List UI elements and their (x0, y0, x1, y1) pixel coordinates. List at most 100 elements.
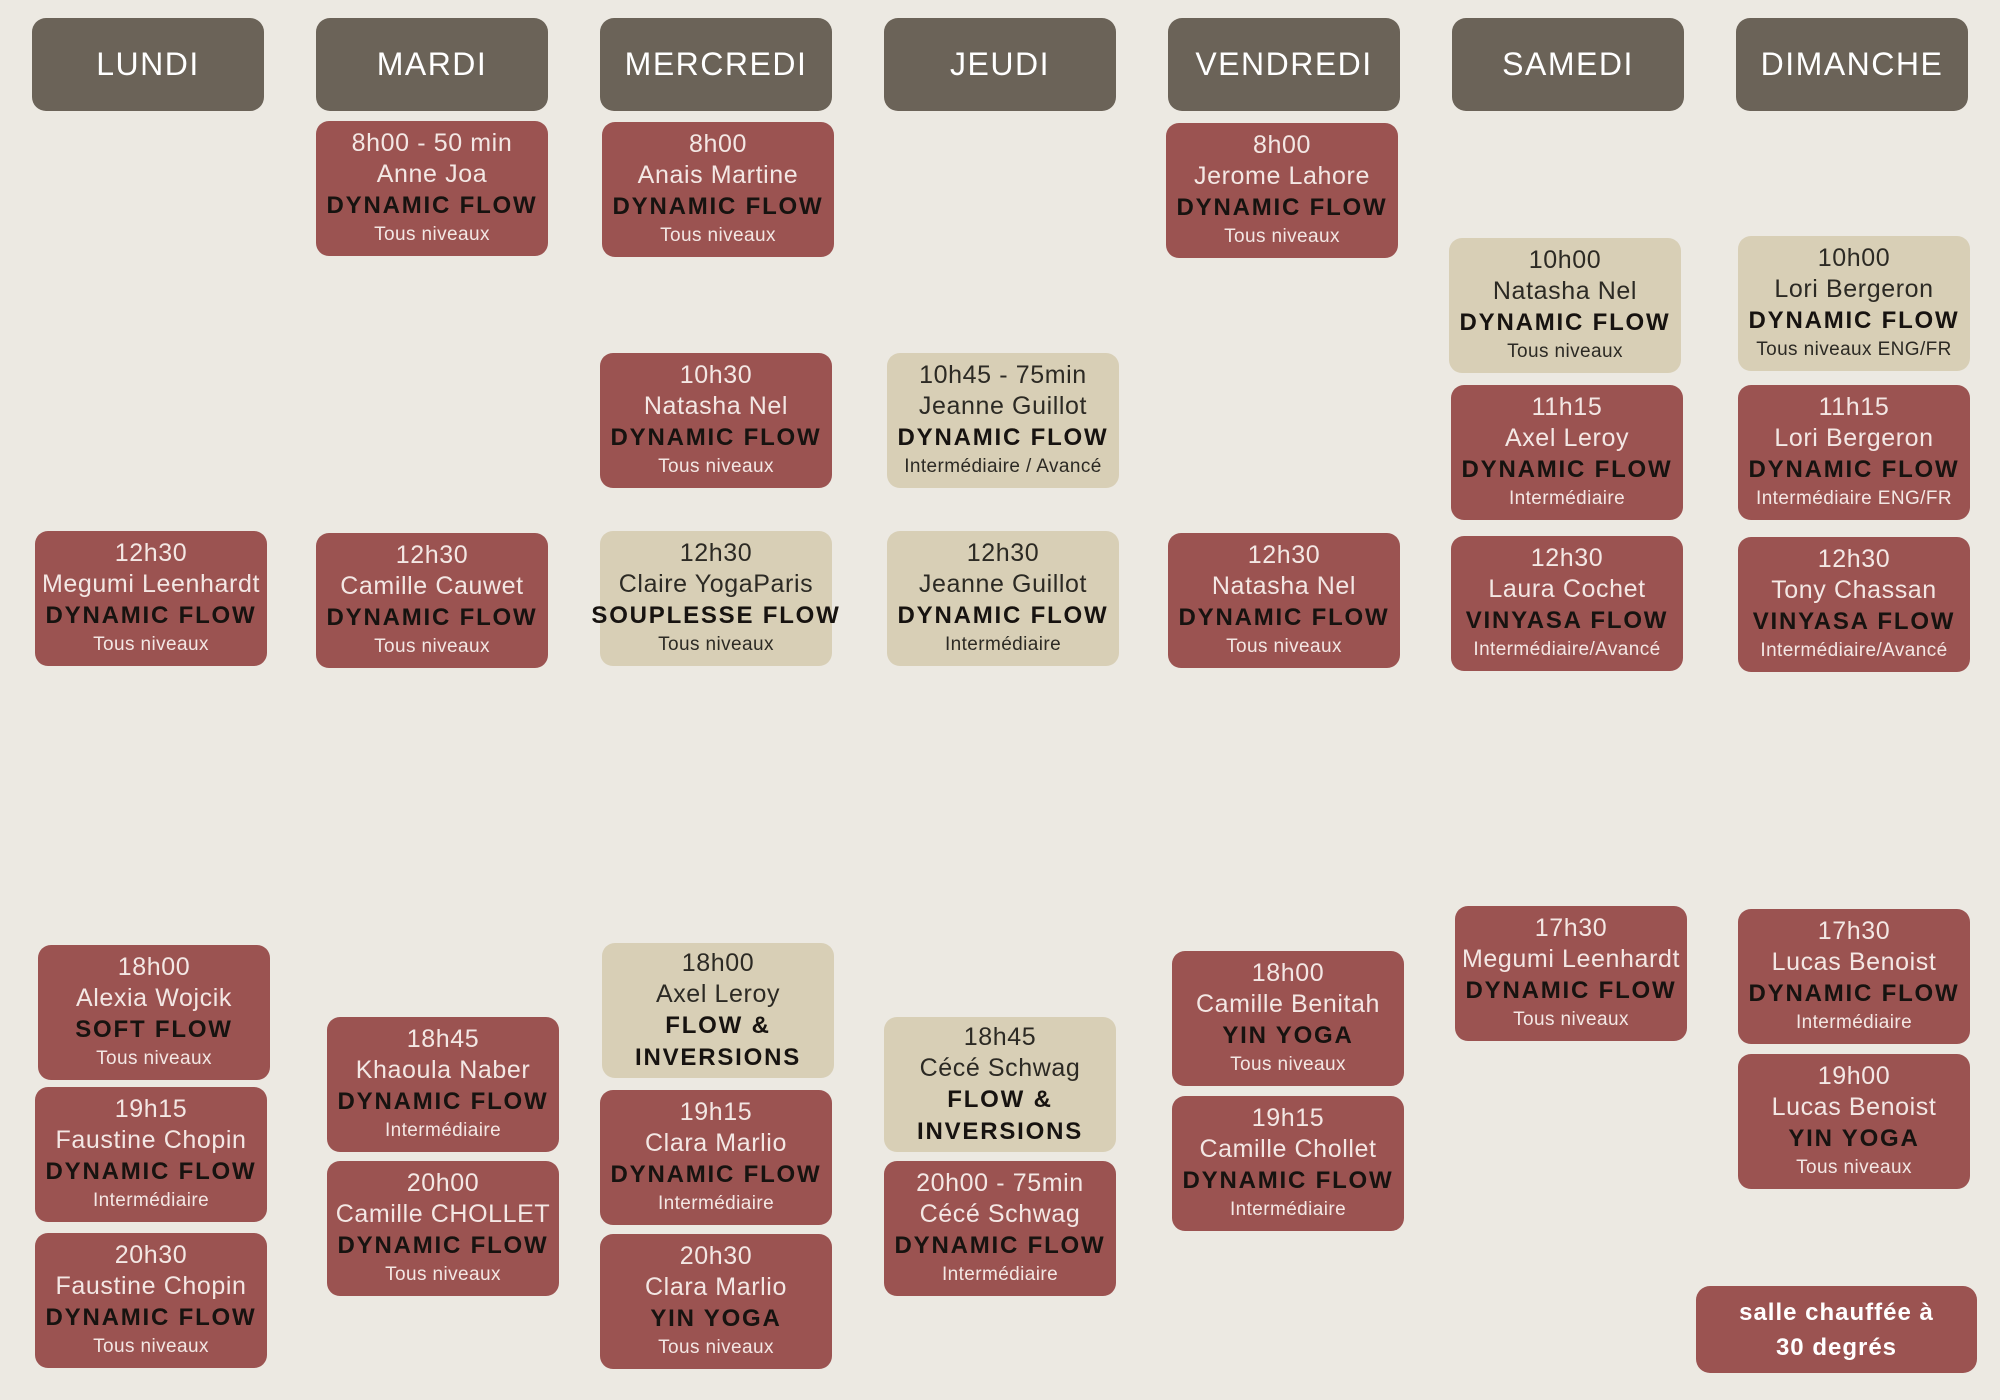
class-time: 12h30 (1817, 545, 1891, 573)
class-time: 19h15 (679, 1098, 753, 1126)
class-teacher: Alexia Wojcik (76, 984, 232, 1012)
class-time: 10h30 (679, 361, 753, 389)
class-time: 18h45 (963, 1022, 1037, 1051)
day-header-mercredi: MERCREDI (600, 18, 832, 111)
class-level: Tous niveaux (658, 456, 774, 477)
class-level: Tous niveaux (96, 1048, 212, 1069)
class-level: Intermédiaire/Avancé (1473, 639, 1661, 660)
class-teacher: Camille Chollet (1199, 1135, 1377, 1163)
class-level: Tous niveaux (1796, 1157, 1912, 1178)
class-teacher: Cécé Schwag (919, 1200, 1081, 1228)
class-teacher: Clara Marlio (645, 1129, 787, 1157)
class-time: 20h00 (406, 1169, 480, 1197)
class-teacher: Jeanne Guillot (918, 392, 1088, 420)
class-name: YIN YOGA (1222, 1022, 1354, 1049)
class-level: Intermédiaire (1795, 1012, 1913, 1033)
class-name: DYNAMIC FLOW (337, 1088, 549, 1115)
class-level: Tous niveaux (1224, 226, 1340, 247)
class-name: DYNAMIC FLOW (326, 604, 538, 631)
class-teacher: Natasha Nel (643, 392, 789, 420)
class-name: DYNAMIC FLOW (1748, 307, 1960, 334)
class-teacher: Cécé Schwag (919, 1053, 1081, 1082)
class-name: DYNAMIC FLOW (897, 602, 1109, 629)
class-name: SOFT FLOW (75, 1016, 233, 1043)
class-time: 20h30 (679, 1242, 753, 1270)
class-teacher: Laura Cochet (1488, 575, 1646, 603)
class-time: 20h30 (114, 1241, 188, 1269)
class-time: 19h15 (114, 1095, 188, 1123)
class-name: YIN YOGA (1788, 1125, 1920, 1152)
day-header-jeudi: JEUDI (884, 18, 1116, 111)
class-time: 10h45 - 75min (919, 361, 1087, 389)
class-level: Tous niveaux (93, 634, 209, 655)
class-teacher: Axel Leroy (1504, 424, 1630, 452)
class-time: 12h30 (114, 539, 188, 567)
class-name: SOUPLESSE FLOW (591, 602, 841, 629)
class-level: Intermédiaire (92, 1190, 210, 1211)
class-level: Intermédiaire/Avancé (1760, 640, 1948, 661)
class-time: 12h30 (679, 539, 753, 567)
class-name: DYNAMIC FLOW (1461, 456, 1673, 483)
class-teacher: Jerome Lahore (1194, 162, 1370, 190)
class-time: 12h30 (966, 539, 1040, 567)
class-time: 11h15 (1818, 393, 1890, 421)
class-level: Intermédiaire (384, 1120, 502, 1141)
class-name: DYNAMIC FLOW (1182, 1167, 1394, 1194)
day-header-dimanche: DIMANCHE (1736, 18, 1968, 111)
class-teacher: Faustine Chopin (55, 1272, 247, 1300)
class-level: Tous niveaux (658, 1337, 774, 1358)
class-name: DYNAMIC FLOW (1459, 309, 1671, 336)
class-teacher: Natasha Nel (1492, 277, 1638, 305)
class-level: Intermédiaire (944, 634, 1062, 655)
class-level: Intermédiaire (1508, 488, 1626, 509)
class-time: 20h00 - 75min (916, 1169, 1084, 1197)
class-level: Intermédiaire ENG/FR (1756, 488, 1952, 509)
class-name: DYNAMIC FLOW (45, 1158, 257, 1185)
class-time: 17h30 (1534, 914, 1608, 942)
class-level: Tous niveaux (93, 1336, 209, 1357)
heated-room-note: salle chauffée à 30 degrés (1696, 1286, 1977, 1373)
day-header-samedi: SAMEDI (1452, 18, 1684, 111)
class-name: FLOW & INVERSIONS (916, 1085, 1084, 1145)
class-level: Tous niveaux (374, 636, 490, 657)
class-time: 18h45 (406, 1025, 480, 1053)
day-header-vendredi: VENDREDI (1168, 18, 1400, 111)
class-name: DYNAMIC FLOW (894, 1232, 1106, 1259)
class-name: DYNAMIC FLOW (610, 1161, 822, 1188)
class-level: Tous niveaux ENG/FR (1756, 339, 1952, 360)
class-time: 10h00 (1817, 244, 1891, 272)
class-time: 11h15 (1531, 393, 1603, 421)
class-name: VINYASA FLOW (1752, 608, 1956, 635)
class-name: DYNAMIC FLOW (610, 424, 822, 451)
class-teacher: Faustine Chopin (55, 1126, 247, 1154)
class-teacher: Camille CHOLLET (335, 1200, 551, 1228)
class-teacher: Lucas Benoist (1771, 1093, 1937, 1121)
class-teacher: Anne Joa (376, 160, 488, 188)
class-teacher: Natasha Nel (1211, 572, 1357, 600)
class-name: DYNAMIC FLOW (1465, 977, 1677, 1004)
